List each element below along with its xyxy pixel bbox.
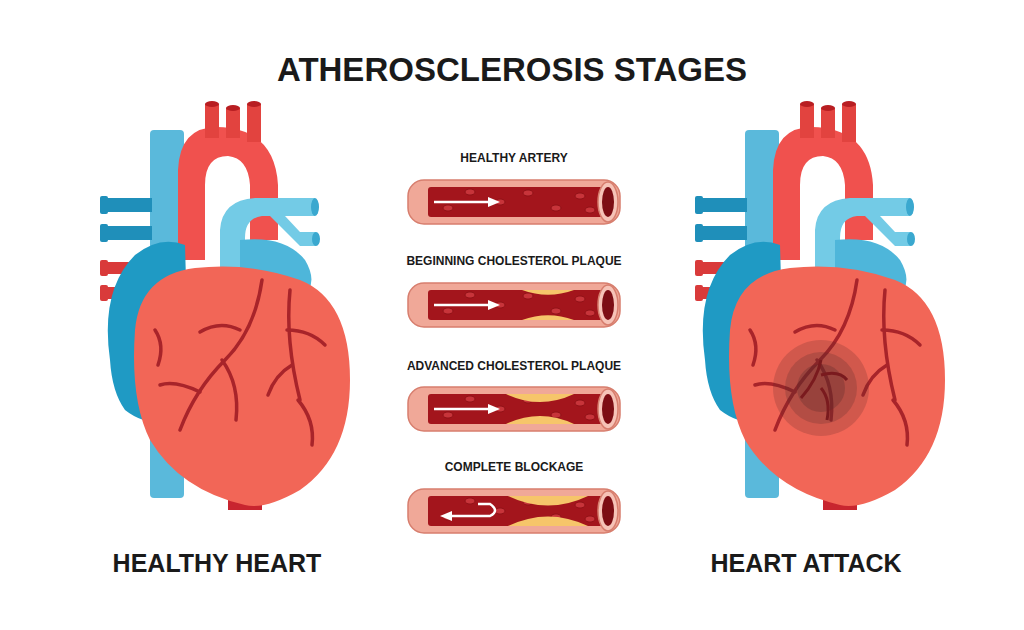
plaque bbox=[522, 315, 574, 320]
blood-cell bbox=[551, 308, 561, 314]
attack-heart bbox=[695, 101, 945, 510]
artery-end bbox=[598, 182, 618, 222]
diagram-title: ATHEROSCLEROSIS STAGES bbox=[277, 51, 747, 89]
blood-cell bbox=[575, 502, 585, 508]
artery-opening bbox=[602, 394, 614, 424]
plaque bbox=[522, 290, 574, 295]
blood-cell bbox=[585, 207, 595, 213]
plaque bbox=[506, 416, 574, 424]
artery-opening bbox=[602, 496, 614, 526]
blood-cell bbox=[465, 498, 475, 504]
artery-stages bbox=[408, 180, 620, 533]
flow-arrowhead bbox=[488, 197, 500, 207]
artery-lumen bbox=[428, 394, 610, 424]
artery-wall bbox=[408, 283, 620, 327]
heart-label: HEART ATTACK bbox=[710, 549, 901, 578]
blood-cell bbox=[585, 414, 595, 420]
artery-wall bbox=[408, 387, 620, 431]
plaque bbox=[508, 516, 588, 526]
blood-cell bbox=[443, 308, 453, 314]
stage-label: ADVANCED CHOLESTEROL PLAQUE bbox=[407, 359, 621, 373]
blood-cell bbox=[585, 516, 595, 522]
healthy-heart bbox=[100, 101, 350, 510]
artery-opening bbox=[602, 187, 614, 217]
heart-label: HEALTHY HEART bbox=[113, 549, 322, 578]
artery-lumen bbox=[428, 290, 610, 320]
flow-arrow bbox=[434, 408, 488, 411]
artery-lumen bbox=[428, 187, 610, 217]
artery-lumen bbox=[428, 496, 610, 526]
blood-cell bbox=[575, 400, 585, 406]
blood-cell bbox=[465, 189, 475, 195]
artery-end bbox=[598, 491, 618, 531]
blood-cell bbox=[551, 205, 561, 211]
artery-wall bbox=[408, 180, 620, 224]
flow-arrow bbox=[434, 304, 488, 307]
stage-label: BEGINNING CHOLESTEROL PLAQUE bbox=[406, 254, 621, 268]
blood-cell bbox=[443, 412, 453, 418]
flow-arrowhead bbox=[488, 404, 500, 414]
plaque bbox=[506, 394, 574, 402]
artery-end bbox=[598, 389, 618, 429]
blood-cell bbox=[443, 205, 453, 211]
stage-label: COMPLETE BLOCKAGE bbox=[445, 460, 584, 474]
stage-label: HEALTHY ARTERY bbox=[460, 151, 567, 165]
flow-arrow bbox=[452, 504, 495, 516]
blood-cell bbox=[465, 396, 475, 402]
artery-end bbox=[598, 285, 618, 325]
flow-arrowhead bbox=[488, 300, 500, 310]
blood-cell bbox=[585, 310, 595, 316]
plaque bbox=[508, 496, 588, 506]
blood-cell bbox=[523, 190, 533, 196]
blood-cell bbox=[495, 508, 505, 514]
blood-cell bbox=[575, 296, 585, 302]
flow-arrow bbox=[434, 201, 488, 204]
blood-cell bbox=[575, 193, 585, 199]
artery-opening bbox=[602, 290, 614, 320]
artery-wall bbox=[408, 489, 620, 533]
flow-arrowhead bbox=[440, 511, 452, 521]
blood-cell bbox=[523, 293, 533, 299]
blood-cell bbox=[465, 292, 475, 298]
